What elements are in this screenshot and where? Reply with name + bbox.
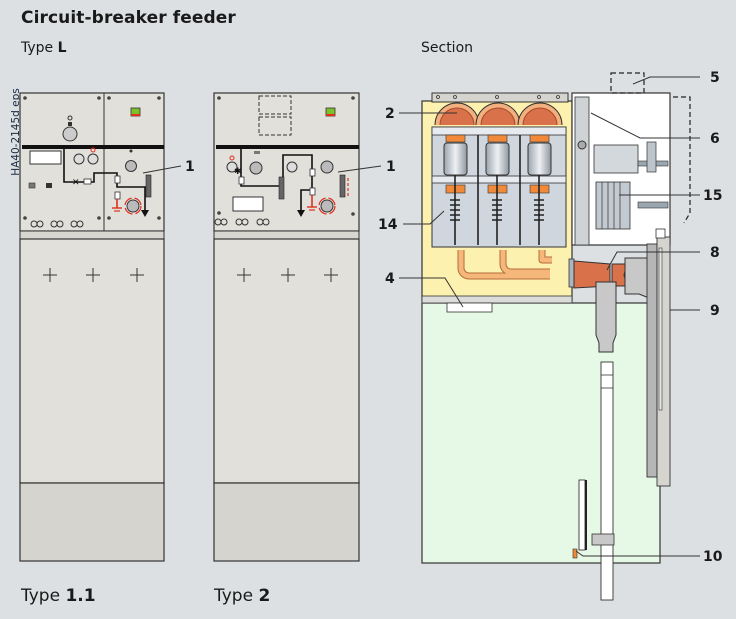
callout-5: 5 — [710, 70, 720, 86]
section-view — [421, 72, 691, 601]
callout-6: 6 — [710, 131, 720, 147]
subtitle-section: Section — [421, 40, 474, 56]
callout-2: 2 — [385, 106, 395, 122]
busbar-bushings — [434, 102, 563, 126]
cable-sleeve — [595, 281, 617, 353]
top-flange — [431, 92, 569, 103]
panel-lower-door — [213, 238, 360, 484]
display-window — [232, 196, 264, 212]
earthing-knob-icon — [320, 199, 334, 213]
callout-1-type11: 1 — [185, 159, 195, 175]
switch-knob-icon — [125, 160, 137, 172]
panel-base — [213, 482, 360, 562]
cable-clamp — [591, 533, 615, 546]
switch-knob-icon — [249, 161, 263, 175]
cable — [600, 361, 614, 601]
panel-lower-door — [19, 238, 165, 484]
callout-8: 8 — [710, 245, 720, 261]
panel-type-1-1: ✕ — [19, 92, 182, 562]
caption-type-2: Type 2 — [214, 586, 271, 606]
callout-14: 14 — [378, 217, 398, 233]
pressure-relief — [446, 302, 493, 313]
busbar-line — [216, 145, 359, 149]
svg-text:✕: ✕ — [72, 178, 80, 188]
busbar-line — [22, 145, 164, 149]
svg-text:✱: ✱ — [234, 167, 242, 177]
earthing-bar — [572, 548, 578, 559]
panel-base — [19, 482, 165, 562]
callout-9: 9 — [710, 303, 720, 319]
callout-4: 4 — [385, 271, 395, 287]
caption-type-1-1: Type 1.1 — [21, 586, 96, 606]
callout-15: 15 — [703, 188, 722, 204]
panel-type-2: ✱ — [213, 92, 382, 562]
knob-icon — [62, 126, 78, 142]
callout-10: 10 — [703, 549, 723, 565]
subtitle-type-l: Type L — [21, 40, 67, 56]
cable-compartment — [421, 302, 661, 564]
earthing-knob-icon — [126, 199, 140, 213]
page-title: Circuit-breaker feeder — [21, 8, 236, 28]
switch-knob-icon — [320, 160, 334, 174]
callout-1-type2: 1 — [386, 159, 396, 175]
spring-mechanism — [595, 181, 631, 230]
display-window — [29, 150, 62, 165]
